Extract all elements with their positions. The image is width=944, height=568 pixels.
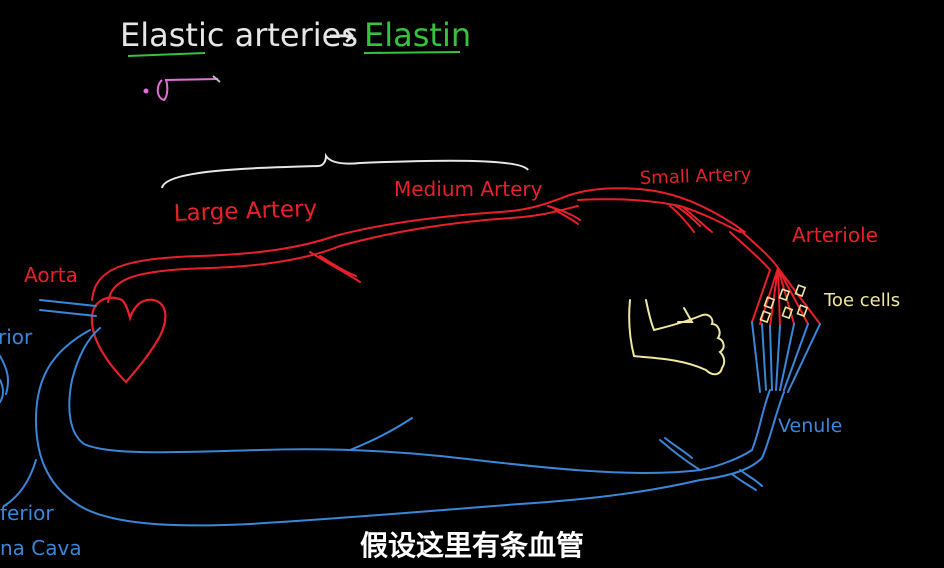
- veins: [0, 299, 821, 527]
- pink-scribble: [143, 75, 221, 102]
- label-small-artery: Small Artery: [639, 164, 752, 189]
- label-large-artery: Large Artery: [173, 196, 317, 227]
- title-arrow: →: [328, 16, 355, 54]
- label-toe-cells: Toe cells: [823, 290, 900, 311]
- label-medium-artery: Medium Artery: [394, 177, 543, 201]
- video-subtitle: 假设这里有条血管: [359, 529, 584, 562]
- title-elastic-arteries: Elastic arteries: [120, 16, 358, 54]
- label-venule: Venule: [778, 415, 842, 437]
- heart-shape: [90, 296, 167, 384]
- label-superior-partial: rior: [0, 325, 33, 349]
- artery-bracket: [161, 152, 529, 189]
- title-elastin: Elastin: [364, 16, 471, 54]
- elastic-underline: [127, 52, 206, 57]
- elastin-underline: [363, 51, 461, 54]
- label-aorta: Aorta: [24, 263, 78, 287]
- foot-drawing: [628, 299, 726, 376]
- toe-cell-boxes: [759, 284, 809, 324]
- label-arteriole: Arteriole: [792, 223, 878, 247]
- label-inferior-partial: ferior: [0, 501, 54, 525]
- label-vena-cava-partial: na Cava: [0, 536, 82, 560]
